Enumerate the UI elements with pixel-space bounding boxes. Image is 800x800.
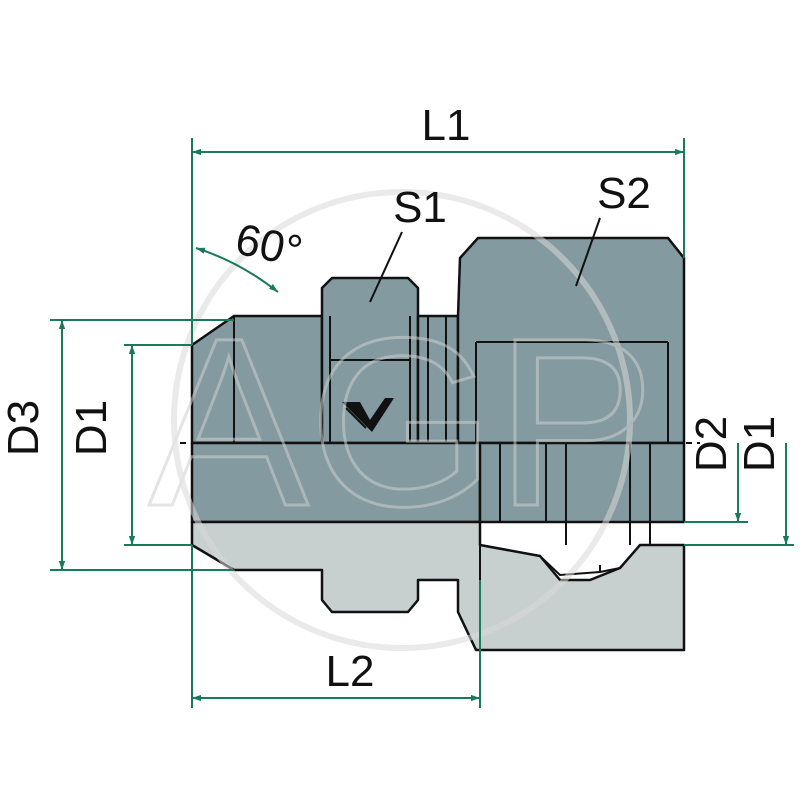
- watermark-circle: [171, 189, 633, 651]
- body-detail-lines: [180, 316, 700, 545]
- brand-logo-mark: [342, 398, 394, 432]
- dimension-label-l1: L1: [422, 101, 471, 150]
- dimension-lines: [50, 138, 794, 708]
- dimension-label-d1-right: D1: [735, 416, 784, 472]
- leader-lines: [369, 217, 601, 303]
- watermark: AGP: [147, 189, 657, 651]
- dimension-label-d3: D3: [0, 400, 48, 456]
- dimension-label-s2: S2: [597, 169, 651, 218]
- dimension-label-d2: D2: [687, 416, 736, 472]
- dimension-label-l2: L2: [326, 647, 375, 696]
- dimension-label-s1: S1: [393, 183, 447, 232]
- dimension-label-d1-left: D1: [67, 400, 116, 456]
- watermark-text: AGP: [149, 288, 656, 556]
